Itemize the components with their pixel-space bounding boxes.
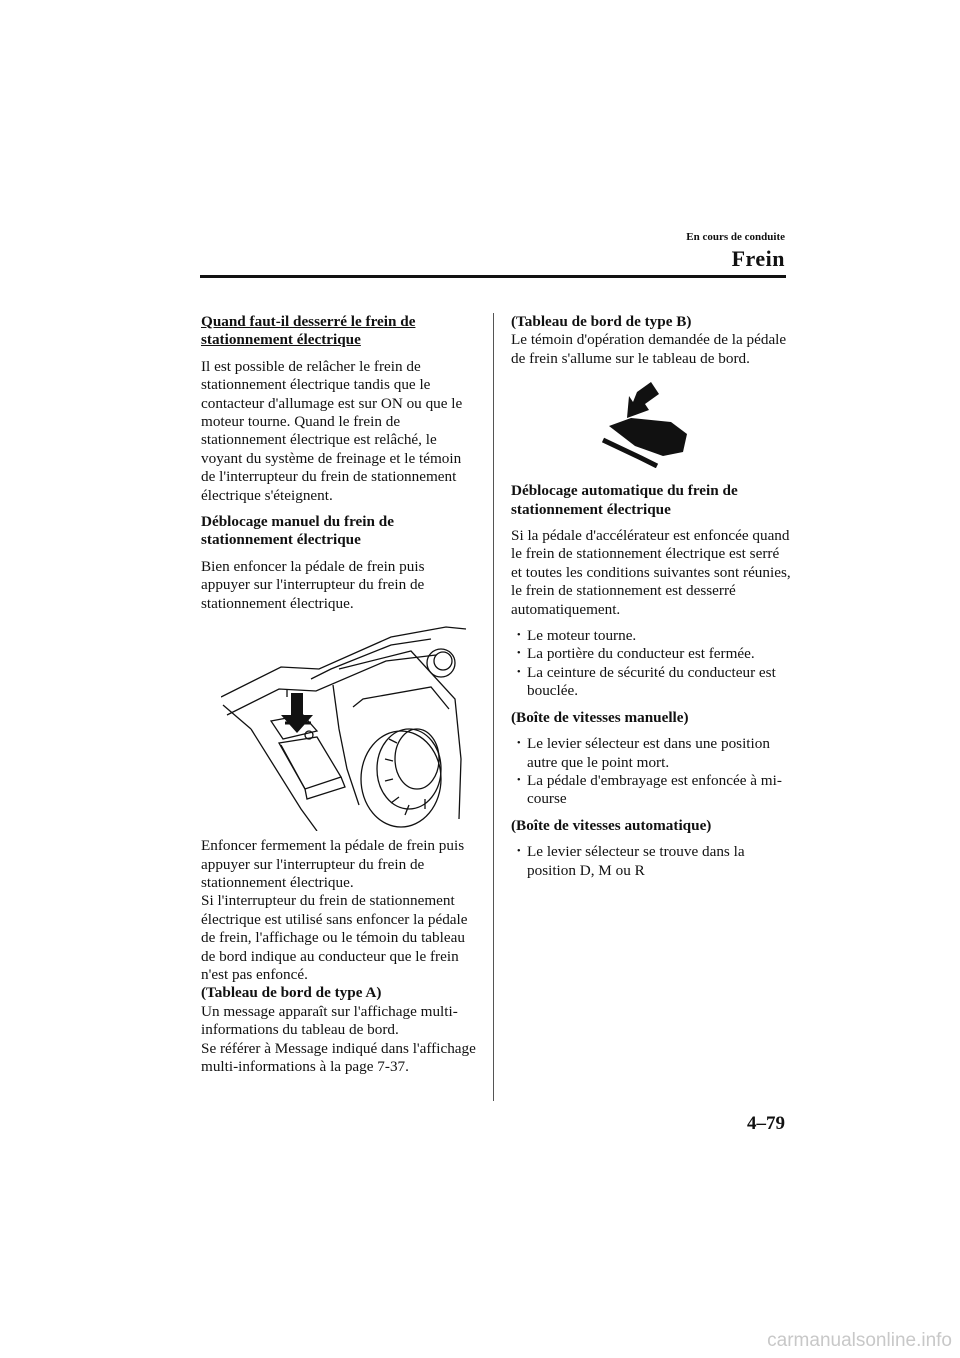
subheading-manual-gearbox: (Boîte de vitesses manuelle): [511, 708, 689, 726]
page-number: 4–79: [747, 1113, 785, 1134]
header-rule: [200, 275, 786, 278]
list-item: ･La ceinture de sécurité du conducteur e…: [515, 663, 776, 700]
bullet-icon: ･: [515, 843, 523, 861]
subheading-automatic-gearbox: (Boîte de vitesses automatique): [511, 816, 712, 834]
subheading-type-b: (Tableau de bord de type B): [511, 313, 692, 330]
list-item: ･La portière du conducteur est fermée.: [515, 645, 755, 663]
paragraph-message: Un message apparaît sur l'affichage mult…: [201, 1002, 458, 1039]
paragraph-indicator: Le témoin d'opération demandée de la péd…: [511, 331, 787, 367]
paragraph-warning: Si l'interrupteur du frein de stationnem…: [201, 892, 468, 983]
bullet-icon: ･: [515, 627, 523, 645]
right-column: (Tableau de bord de type B) Le témoin d'…: [511, 313, 791, 880]
brake-pedal-warning-icon: [601, 382, 687, 469]
bullet-icon: ･: [515, 771, 523, 789]
heading-release: Quand faut-il desserré le frein de stati…: [201, 313, 416, 349]
paragraph-release: Il est possible de relâcher le frein de …: [201, 357, 463, 504]
page-title: Frein: [731, 246, 785, 271]
heading-manual-release: Déblocage manuel du frein de stationneme…: [201, 513, 394, 549]
subheading-type-a: (Tableau de bord de type A): [201, 984, 382, 1002]
paragraph-reference: Se référer à Message indiqué dans l'affi…: [201, 1039, 476, 1075]
paragraph-manual-release: Bien enfoncer la pédale de frein puis ap…: [201, 557, 425, 612]
bullet-icon: ･: [515, 645, 523, 663]
list-item: ･Le levier sélecteur est dans une positi…: [515, 735, 770, 771]
list-item: ･La pédale d'embrayage est enfoncée à mi…: [515, 771, 782, 808]
heading-auto-release: Déblocage automatique du frein de statio…: [511, 482, 738, 518]
left-column: Quand faut-il desserré le frein de stati…: [201, 313, 477, 1076]
watermark: carmanualsonline.info: [767, 1330, 952, 1351]
paragraph-press-firmly: Enfoncer fermement la pédale de frein pu…: [201, 837, 465, 891]
list-item: ･Le levier sélecteur se trouve dans la p…: [515, 843, 745, 879]
section-label: En cours de conduite: [686, 231, 785, 243]
bullet-icon: ･: [515, 663, 523, 681]
column-divider: [493, 313, 494, 1101]
parking-brake-switch-illustration: [221, 626, 467, 832]
list-item: ･Le moteur tourne.: [515, 627, 637, 645]
paragraph-auto-release: Si la pédale d'accélérateur est enfoncée…: [511, 527, 791, 618]
bullet-icon: ･: [515, 735, 523, 753]
